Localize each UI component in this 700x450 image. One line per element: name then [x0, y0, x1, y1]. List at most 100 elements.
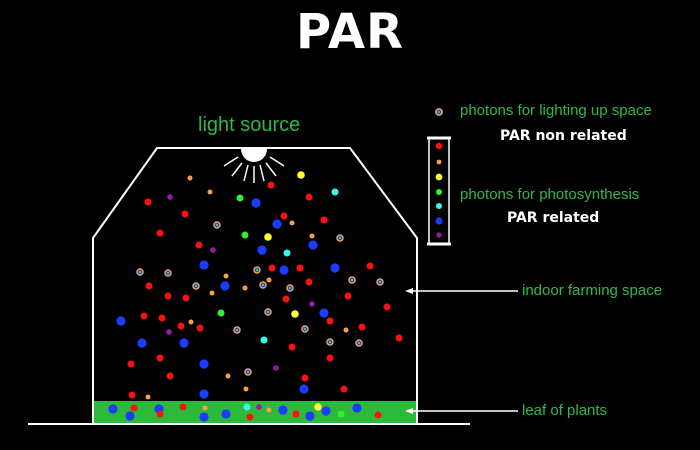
photon	[156, 410, 164, 418]
photon	[308, 240, 318, 250]
ring-photon	[213, 221, 221, 229]
photon	[320, 216, 328, 224]
photon	[209, 290, 215, 296]
photon-field	[116, 171, 403, 400]
photon	[116, 316, 126, 326]
photon	[181, 210, 189, 218]
legend-ring-photon-icon	[435, 108, 443, 116]
photon	[179, 338, 189, 348]
photon	[344, 292, 352, 300]
legend-swatch-red	[435, 142, 443, 150]
photon	[144, 198, 152, 206]
photon	[128, 391, 136, 399]
photon	[366, 262, 374, 270]
ring-photon	[136, 268, 144, 276]
photon	[196, 324, 204, 332]
photon	[246, 413, 254, 421]
photon	[395, 334, 403, 342]
photon	[158, 314, 166, 322]
photon	[314, 403, 322, 411]
photon	[199, 389, 209, 399]
ring-photon	[355, 339, 363, 347]
photon	[199, 260, 209, 270]
photon	[210, 247, 216, 253]
ring-photon	[233, 326, 241, 334]
photon	[251, 198, 261, 208]
photon	[156, 229, 164, 237]
legend-swatch-green	[436, 189, 442, 195]
photon	[220, 281, 230, 291]
leaf-label: leaf of plants	[522, 402, 608, 419]
photon	[188, 319, 194, 325]
photon	[195, 241, 203, 249]
photon	[177, 322, 185, 330]
leaf-photons	[108, 403, 382, 422]
legend-swatch-orange	[436, 159, 442, 165]
photon	[305, 278, 313, 286]
photon	[299, 384, 309, 394]
photon	[296, 264, 304, 272]
photon	[326, 317, 334, 325]
photon	[125, 411, 135, 421]
ring-photon	[192, 282, 200, 290]
ring-photon	[164, 269, 172, 277]
photon	[243, 403, 251, 411]
photon	[291, 310, 299, 318]
legend-swatch-cyan	[436, 203, 442, 209]
photon	[243, 386, 249, 392]
photon	[352, 403, 362, 413]
photon	[337, 410, 345, 418]
photon	[301, 374, 309, 382]
photon	[108, 404, 118, 414]
arrow-leaf	[405, 408, 518, 414]
photon	[309, 233, 315, 239]
photon	[288, 343, 296, 351]
photon	[309, 301, 315, 307]
photon	[236, 194, 244, 202]
ring-photon	[336, 234, 344, 242]
photon	[340, 385, 348, 393]
leaf-band	[94, 401, 416, 423]
photon	[223, 273, 229, 279]
light-source-label: light source	[198, 114, 301, 136]
photon	[156, 354, 164, 362]
legend-par-non-related: PAR non related	[500, 128, 627, 144]
photon	[280, 212, 288, 220]
legend-lighting-label: photons for lighting up space	[460, 102, 652, 119]
legend-photosynthesis-label: photons for photosynthesis	[460, 186, 640, 203]
photon	[127, 360, 135, 368]
legend-swatch-purple	[436, 232, 442, 238]
ring-photon	[301, 325, 309, 333]
photon	[256, 404, 262, 410]
photon	[179, 403, 187, 411]
photon	[331, 188, 339, 196]
photon	[264, 233, 272, 241]
photon	[199, 359, 209, 369]
photon	[319, 308, 329, 318]
ring-photon	[264, 308, 272, 316]
photon	[266, 277, 272, 283]
photon	[217, 309, 225, 317]
photon	[278, 405, 288, 415]
ring-photon	[286, 284, 294, 292]
photon	[241, 231, 249, 239]
photon	[272, 219, 282, 229]
photon	[343, 327, 349, 333]
photon	[187, 175, 193, 181]
legend-box	[427, 136, 451, 246]
photon	[297, 171, 305, 179]
legend-swatch-yellow	[435, 173, 443, 181]
photon	[358, 323, 366, 331]
photon	[330, 263, 340, 273]
photon	[260, 336, 268, 344]
photon	[207, 189, 213, 195]
ring-photon	[326, 338, 334, 346]
ring-photon	[244, 368, 252, 376]
photon	[140, 312, 148, 320]
photon	[326, 354, 334, 362]
ring-photon	[253, 266, 261, 274]
photon	[282, 295, 290, 303]
photon	[130, 404, 138, 412]
photon	[257, 245, 267, 255]
